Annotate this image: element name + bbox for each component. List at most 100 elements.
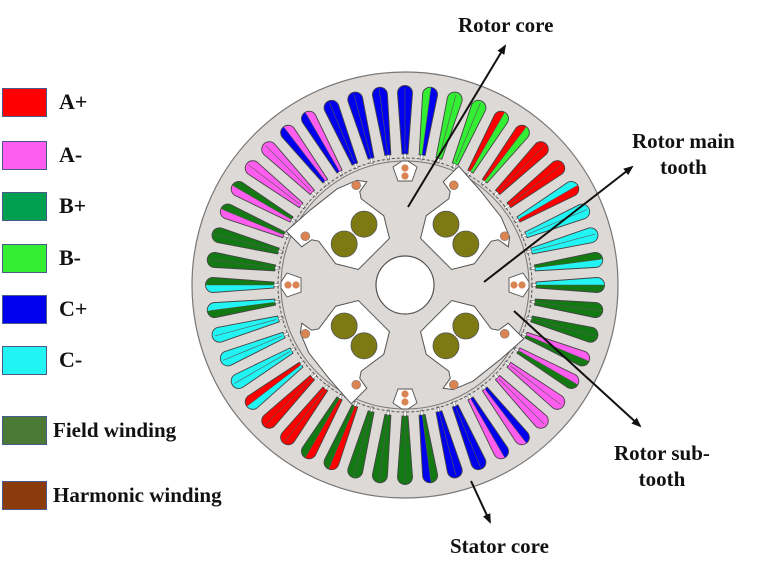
slot-coil-right <box>347 410 372 478</box>
slot-outline <box>506 361 566 410</box>
slot-outline <box>323 404 359 471</box>
legend-swatch <box>2 345 47 375</box>
slot-divider <box>527 335 588 361</box>
slot-divider <box>422 89 432 154</box>
harmonic-coil-conductor <box>401 172 409 180</box>
stator-slot <box>244 160 307 210</box>
slot-outline <box>244 361 304 410</box>
slot-outline <box>301 396 343 460</box>
slot-coil-left <box>455 404 487 470</box>
callout-arrows <box>407 44 642 524</box>
slot-outline <box>397 85 413 155</box>
slot-divider <box>520 351 576 384</box>
slot-coil-right <box>497 143 549 195</box>
legend-item-cplus: C+ <box>2 292 87 326</box>
slot-divider <box>284 128 325 180</box>
slot-opening <box>466 393 472 400</box>
slot-coil-left <box>518 347 579 385</box>
slot-opening <box>283 331 290 337</box>
rotor-slot-opening <box>285 179 390 270</box>
stator-slot <box>529 298 604 318</box>
slot-outline <box>372 413 392 484</box>
rotor-features <box>280 160 530 410</box>
stator-slot <box>397 85 413 160</box>
arrow-rotor-core <box>407 44 507 208</box>
slot-divider <box>439 94 457 157</box>
stator-slot <box>261 141 318 198</box>
harmonic-coil-conductor <box>284 281 292 289</box>
slot-coil-left <box>536 277 605 285</box>
rotor-slot-opening <box>420 300 525 391</box>
slot-coil-right <box>482 388 527 446</box>
slot-coil-right <box>405 85 413 154</box>
slot-outline <box>205 277 275 293</box>
stator-slot <box>347 406 375 479</box>
slot-outline <box>206 252 277 272</box>
slot-divider <box>378 416 388 481</box>
stator-slot <box>526 315 599 343</box>
harmonic-coil-conductor <box>351 180 361 191</box>
slot-coil-left <box>305 398 343 459</box>
slot-coil-left <box>323 100 355 166</box>
stator-slot <box>466 393 509 460</box>
slot-outline <box>261 374 316 429</box>
slot-coil-left <box>530 227 598 252</box>
slot-coil-right <box>531 233 598 254</box>
slot-coil-right <box>484 126 530 183</box>
slot-coil-left <box>516 181 578 220</box>
slot-coil-right <box>231 347 292 385</box>
harmonic-coil-conductor <box>510 281 518 289</box>
stator-slot <box>280 383 330 446</box>
slot-outline <box>211 227 280 255</box>
rotor-field-slot <box>285 179 390 270</box>
shaft-hole <box>375 255 435 315</box>
slot-outline <box>280 124 329 184</box>
stator-slot <box>211 315 284 343</box>
slot-coil-right <box>372 414 388 483</box>
slot-outline <box>533 252 604 272</box>
slot-divider <box>248 164 300 205</box>
legend-item-h: Harmonic winding <box>2 478 222 512</box>
slot-coil-right <box>305 111 343 172</box>
slot-coil-left <box>261 143 313 195</box>
slot-coil-right <box>232 181 294 220</box>
slot-opening <box>353 400 359 407</box>
slot-outline <box>347 91 375 160</box>
stator-slot <box>280 124 330 187</box>
legend-label: A- <box>59 142 83 167</box>
slot-coil-left <box>482 124 527 182</box>
slot-coil-right <box>207 252 276 268</box>
slot-divider <box>265 145 312 192</box>
label-rotor-sub-tooth-line2: tooth <box>638 467 686 491</box>
slot-coil-right <box>220 203 286 235</box>
slot-opening <box>353 163 359 170</box>
legend-item-aplus: A+ <box>2 85 87 119</box>
slot-divider <box>520 186 576 219</box>
slot-coil-right <box>452 406 482 471</box>
stator-slot <box>480 383 530 446</box>
label-rotor-main-tooth: Rotor main tooth <box>632 128 735 180</box>
stator-slot <box>205 277 280 293</box>
slot-outline <box>219 331 286 367</box>
label-rotor-sub-tooth-line1: Rotor sub- <box>614 441 710 465</box>
slot-coil-right <box>280 387 326 444</box>
slot-coil-right <box>436 411 457 478</box>
slot-coil-right <box>212 227 280 252</box>
slot-opening <box>503 203 511 210</box>
stator-slot <box>530 277 605 293</box>
stator-slot <box>526 227 599 255</box>
legend-label: A+ <box>59 89 88 114</box>
legend-label: B- <box>59 245 81 270</box>
slot-divider <box>378 89 388 154</box>
slot-outline <box>530 227 599 255</box>
slot-coil-right <box>246 160 303 206</box>
slot-divider <box>498 145 545 192</box>
slot-coil-right <box>438 92 463 160</box>
slot-opening <box>273 283 280 287</box>
arrow-stator-core <box>470 480 491 524</box>
slot-coil-left <box>467 111 505 172</box>
legend-item-aminus: A- <box>2 138 82 172</box>
legend-label: C- <box>59 347 83 372</box>
legend-item-bminus: B- <box>2 241 81 275</box>
slot-coil-right <box>467 398 505 459</box>
